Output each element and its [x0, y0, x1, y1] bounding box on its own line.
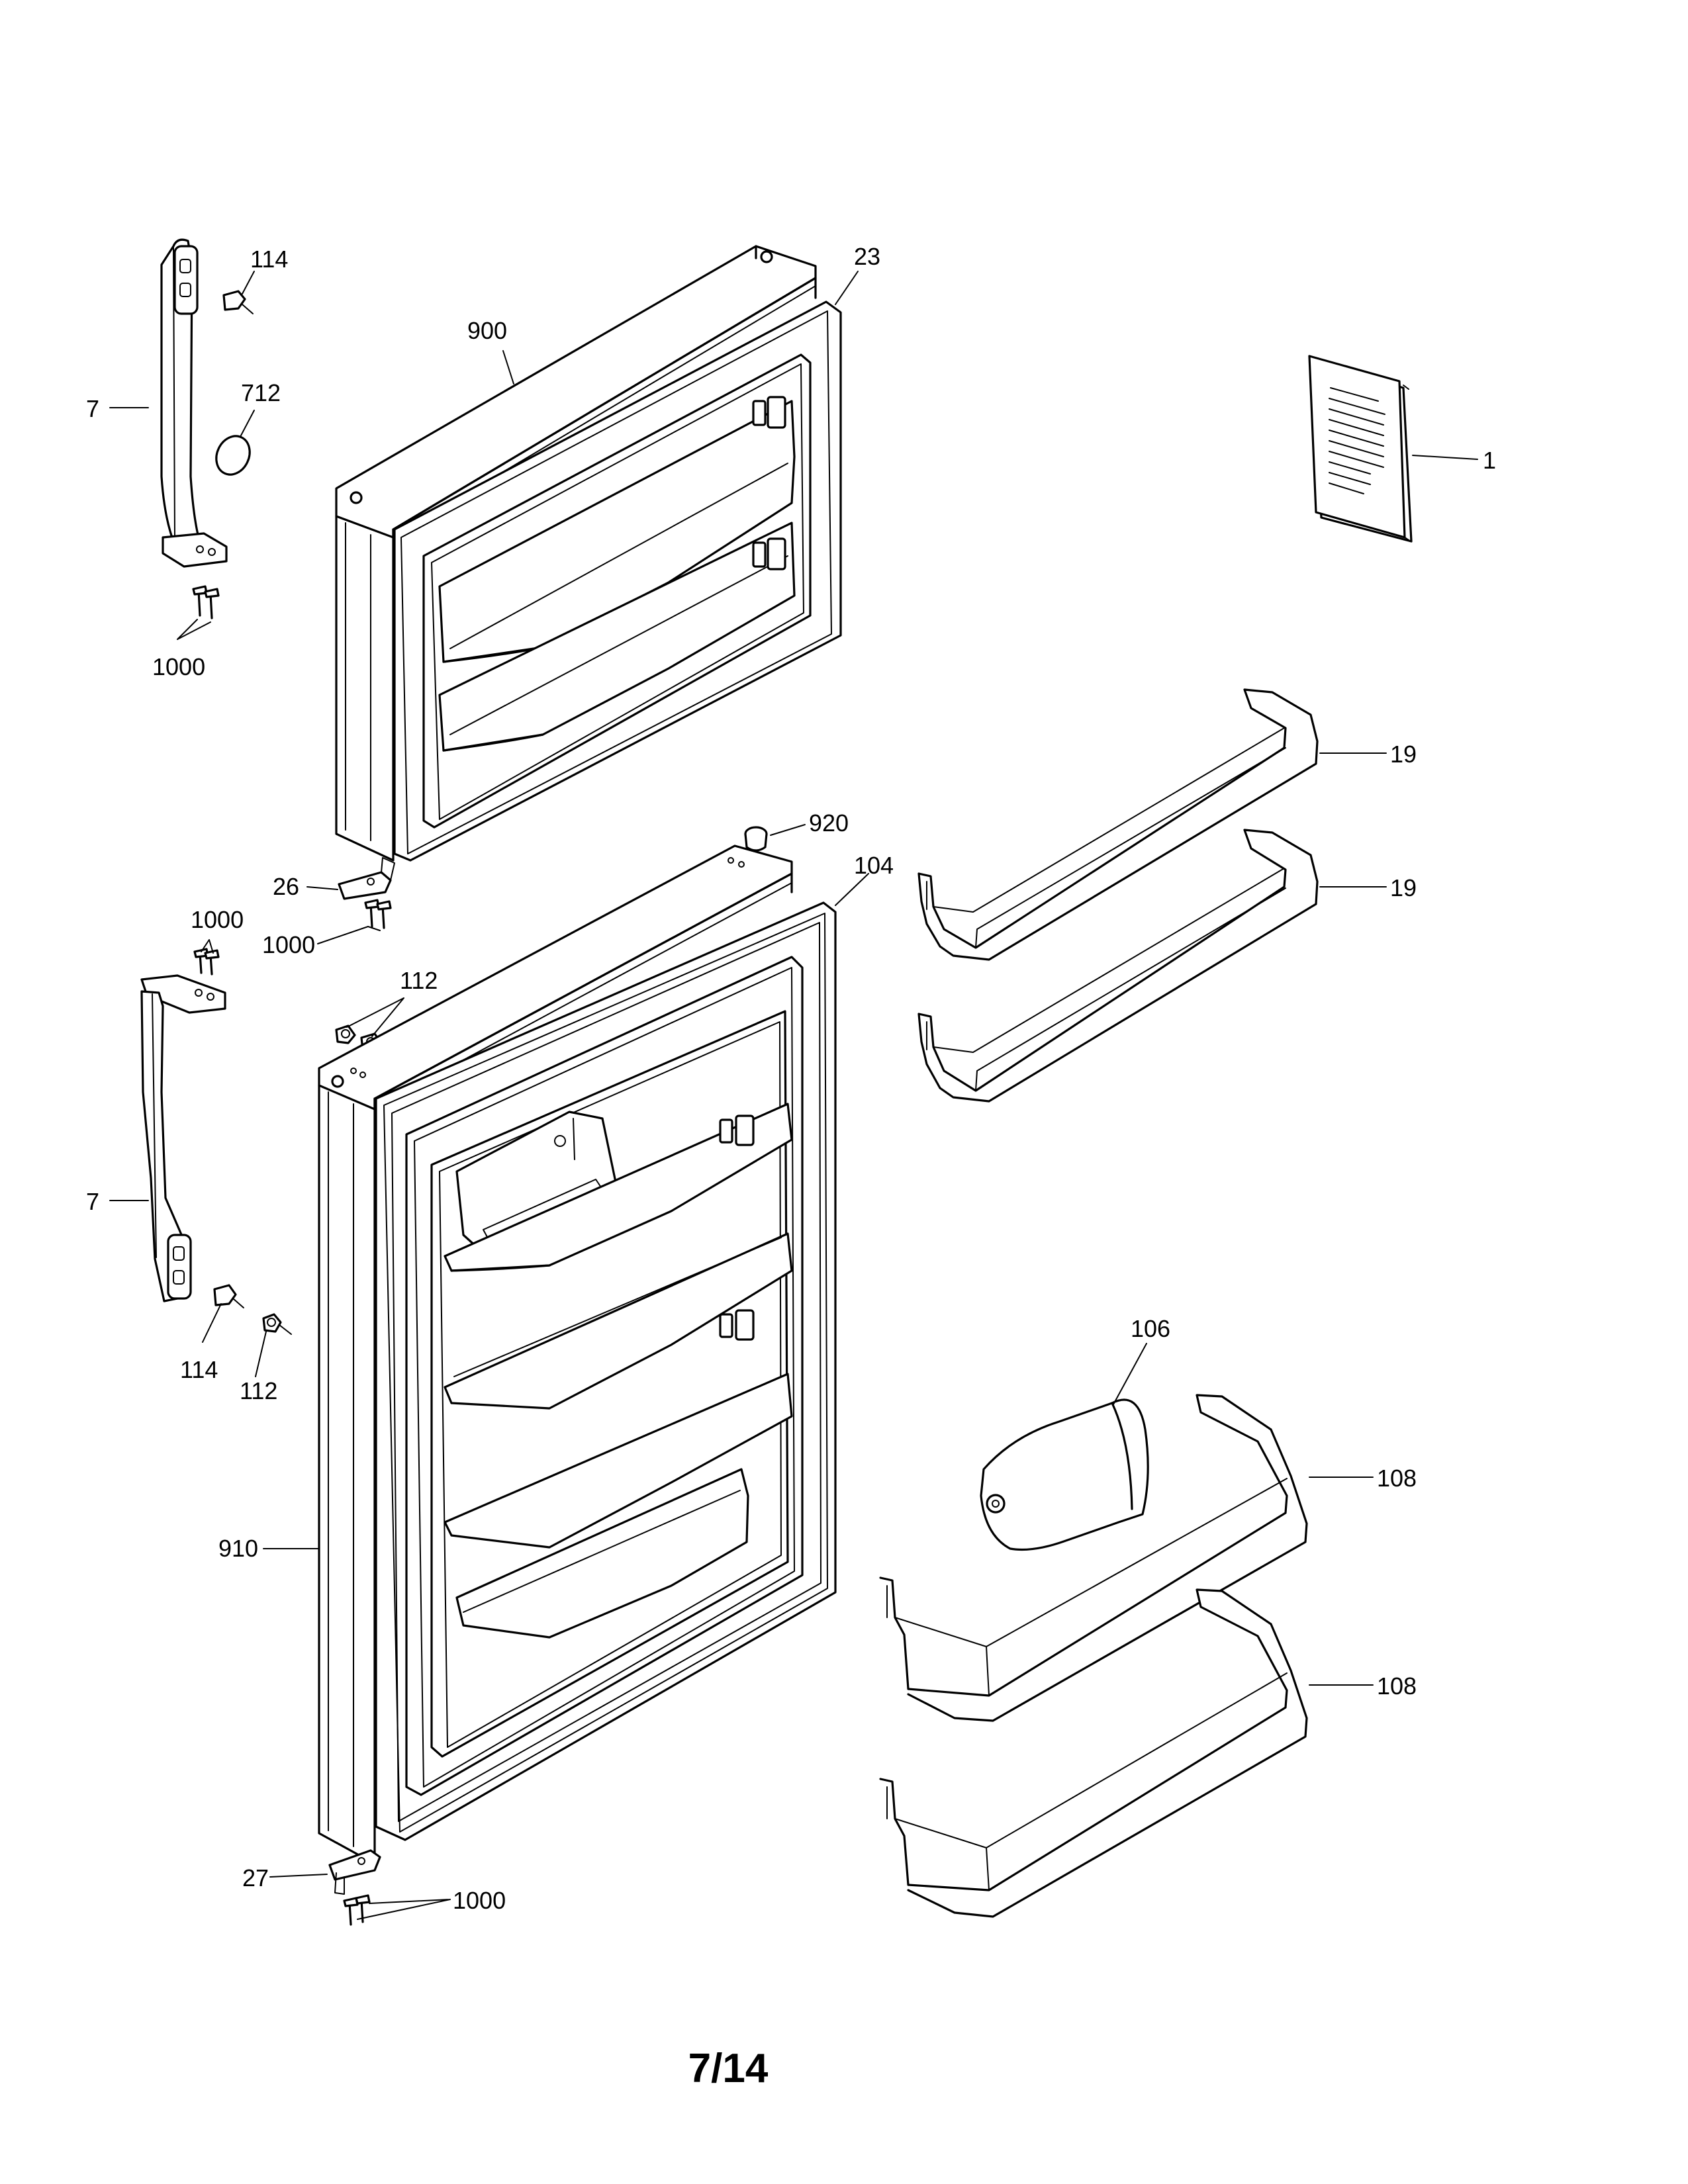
door-bin-19-upper — [917, 688, 1319, 961]
callout-114-top: 114 — [250, 246, 288, 273]
callout-1000-mid-a: 1000 — [191, 906, 244, 933]
callout-7-bottom: 7 — [86, 1188, 99, 1215]
fresh-food-door-handle — [140, 974, 226, 1302]
callout-23: 23 — [854, 243, 880, 270]
callout-108-lower: 108 — [1377, 1672, 1417, 1700]
callout-112-bottom: 112 — [240, 1377, 277, 1404]
dairy-container-106 — [980, 1398, 1149, 1551]
callout-26: 26 — [273, 873, 299, 900]
callout-910: 910 — [218, 1535, 258, 1562]
plug-920 — [744, 826, 768, 852]
callout-1000-mid-b: 1000 — [262, 931, 315, 958]
screw-114-top — [222, 290, 254, 314]
screws-1000-top — [192, 585, 220, 619]
callout-114-bottom: 114 — [180, 1356, 218, 1383]
fresh-food-door — [318, 844, 793, 1865]
door-bin-108-lower — [879, 1588, 1308, 1918]
callout-1000-bottom: 1000 — [453, 1887, 506, 1914]
freezer-door-gasket — [393, 300, 842, 862]
door-bin-19-lower — [917, 829, 1319, 1103]
center-hinge-26 — [338, 857, 395, 900]
callout-108-upper: 108 — [1377, 1465, 1417, 1492]
callout-106: 106 — [1131, 1315, 1170, 1342]
screws-1000-mid — [193, 899, 392, 976]
callout-19-upper: 19 — [1390, 741, 1417, 768]
callout-712: 712 — [241, 379, 281, 406]
callout-920: 920 — [809, 809, 849, 837]
callout-19-lower: 19 — [1390, 874, 1417, 901]
callout-900: 900 — [467, 317, 507, 344]
callout-27: 27 — [242, 1864, 269, 1891]
screw-114-bottom — [213, 1284, 244, 1308]
page-number: 7/14 — [688, 2046, 769, 2091]
leader-lines — [109, 271, 1478, 1920]
callout-labels: 114 7 712 1000 900 23 1 19 19 920 104 26… — [86, 243, 1496, 1914]
callout-1000-top: 1000 — [152, 653, 205, 680]
callout-104: 104 — [854, 852, 894, 879]
owners-manual — [1308, 355, 1413, 543]
oring-712 — [215, 435, 251, 476]
screws-1000-bottom — [343, 1894, 371, 1926]
callout-7-top: 7 — [86, 395, 99, 422]
freezer-door-handle — [160, 238, 228, 568]
callout-112-top: 112 — [400, 967, 438, 994]
door-bin-108-upper — [879, 1394, 1308, 1722]
bottom-hinge-27 — [328, 1849, 381, 1895]
callout-1: 1 — [1483, 447, 1496, 474]
freezer-door — [335, 245, 817, 862]
fresh-food-door-gasket — [375, 901, 837, 1841]
